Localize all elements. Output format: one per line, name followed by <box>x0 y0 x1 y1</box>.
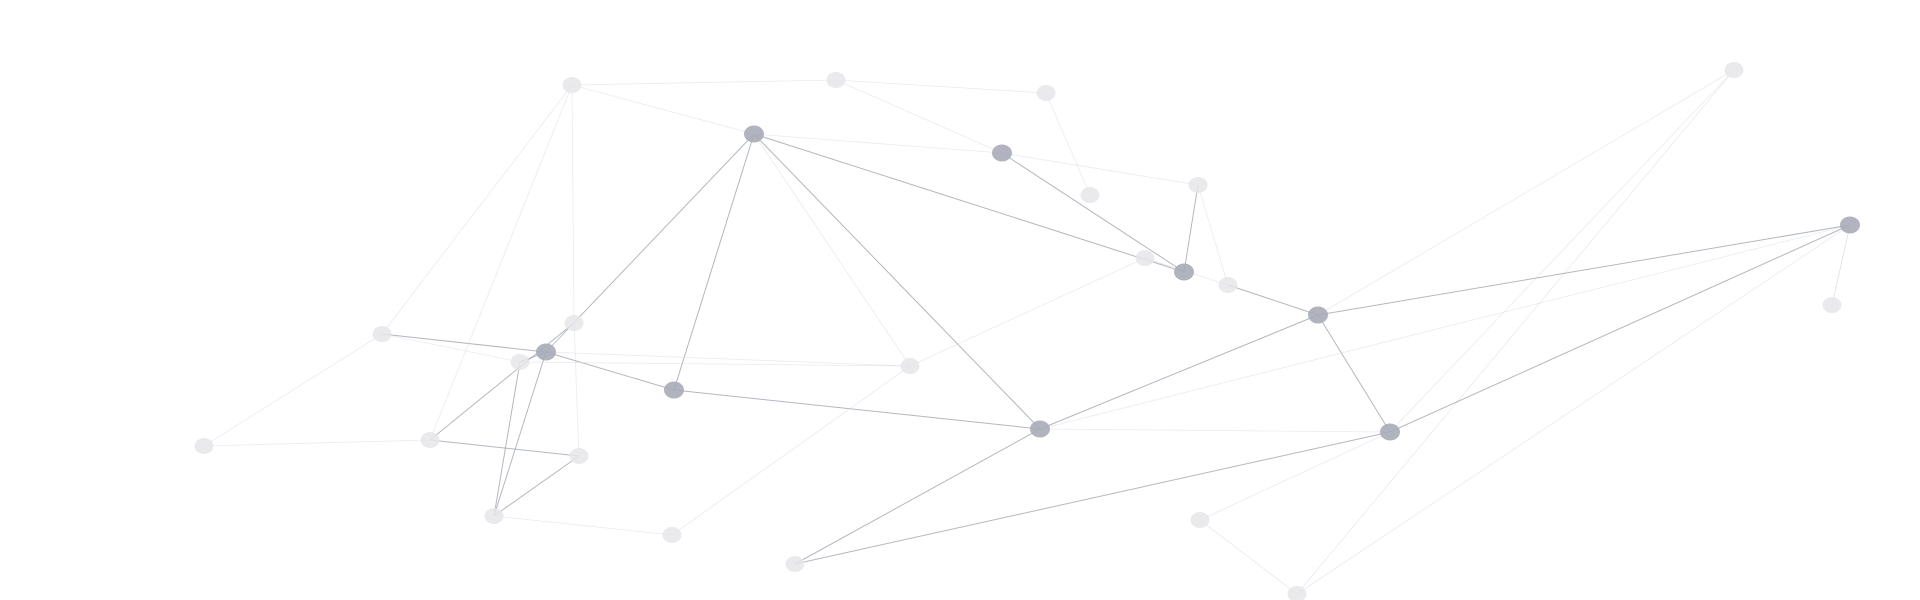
network-edge <box>1317 69 1735 316</box>
network-node <box>420 432 440 448</box>
network-edge <box>1317 314 1391 433</box>
network-node <box>1188 177 1208 193</box>
network-nodes <box>194 62 1860 600</box>
network-edge <box>1199 431 1391 521</box>
network-edge <box>571 79 837 86</box>
network-node <box>484 508 504 524</box>
network-edge <box>429 322 575 441</box>
network-edge <box>1183 184 1199 273</box>
network-node <box>1308 306 1328 324</box>
network-edge <box>909 257 1146 367</box>
network-edge <box>1197 184 1229 286</box>
network-edge <box>753 133 911 367</box>
network-node <box>1135 250 1155 266</box>
network-edge <box>493 515 673 536</box>
network-edge <box>671 365 911 536</box>
network-node <box>1218 277 1238 293</box>
network-node <box>1190 512 1210 528</box>
network-node <box>826 72 846 88</box>
network-edge <box>381 84 573 335</box>
network-edge <box>794 431 1391 565</box>
network-edge <box>571 84 575 324</box>
network-edge <box>673 133 755 391</box>
network-edge <box>1001 152 1185 273</box>
network-node <box>1822 297 1842 313</box>
network-edge <box>1389 69 1735 433</box>
network-edge <box>573 322 580 457</box>
network-node <box>1036 85 1056 101</box>
network-edge <box>1831 224 1851 306</box>
network-node <box>562 77 582 93</box>
network-edge <box>753 133 1185 273</box>
network-edge <box>545 351 675 391</box>
network-edge <box>429 84 573 441</box>
network-node <box>744 125 764 143</box>
network-edge <box>1199 519 1298 595</box>
network-edge <box>673 389 1041 430</box>
network-node <box>1287 586 1307 600</box>
network-edge <box>203 333 383 447</box>
network-edge <box>794 428 1041 565</box>
network-edge <box>519 361 911 367</box>
network-edge <box>1039 224 1851 430</box>
network-node <box>1840 216 1860 234</box>
network-node <box>1030 420 1050 438</box>
network-edge <box>835 79 1003 154</box>
network-node <box>564 315 584 331</box>
network-edge <box>1001 152 1199 186</box>
network-node <box>1174 263 1194 281</box>
network-edge <box>753 133 1041 430</box>
network-edge <box>381 333 521 363</box>
network-edge <box>1389 224 1851 433</box>
network-edge <box>753 133 1003 154</box>
network-edge <box>429 439 580 457</box>
network-edge <box>203 439 431 447</box>
network-edge <box>1039 314 1319 430</box>
network-node <box>1080 187 1100 203</box>
network-edge <box>1045 92 1091 196</box>
network-edge <box>381 333 547 353</box>
network-edge <box>571 84 755 135</box>
network-edge <box>493 455 580 517</box>
network-node <box>372 326 392 342</box>
network-node <box>785 556 805 572</box>
network-edge <box>1296 69 1735 595</box>
network-edge <box>1296 224 1851 595</box>
network-node <box>1380 423 1400 441</box>
network-node <box>992 144 1012 162</box>
network-edge <box>1039 428 1391 433</box>
network-node <box>510 354 530 370</box>
network-node <box>900 358 920 374</box>
network-edge <box>1317 224 1851 316</box>
network-edge <box>493 361 521 517</box>
network-edges <box>203 69 1851 595</box>
network-edge <box>493 351 547 517</box>
network-node <box>536 343 556 361</box>
network-node <box>569 448 589 464</box>
network-node <box>1724 62 1744 78</box>
network-node <box>662 527 682 543</box>
network-node <box>194 438 214 454</box>
network-edge <box>835 79 1047 94</box>
network-edge <box>1227 284 1319 316</box>
network-edge <box>545 351 911 367</box>
network-edge <box>545 133 755 353</box>
network-node <box>664 381 684 399</box>
